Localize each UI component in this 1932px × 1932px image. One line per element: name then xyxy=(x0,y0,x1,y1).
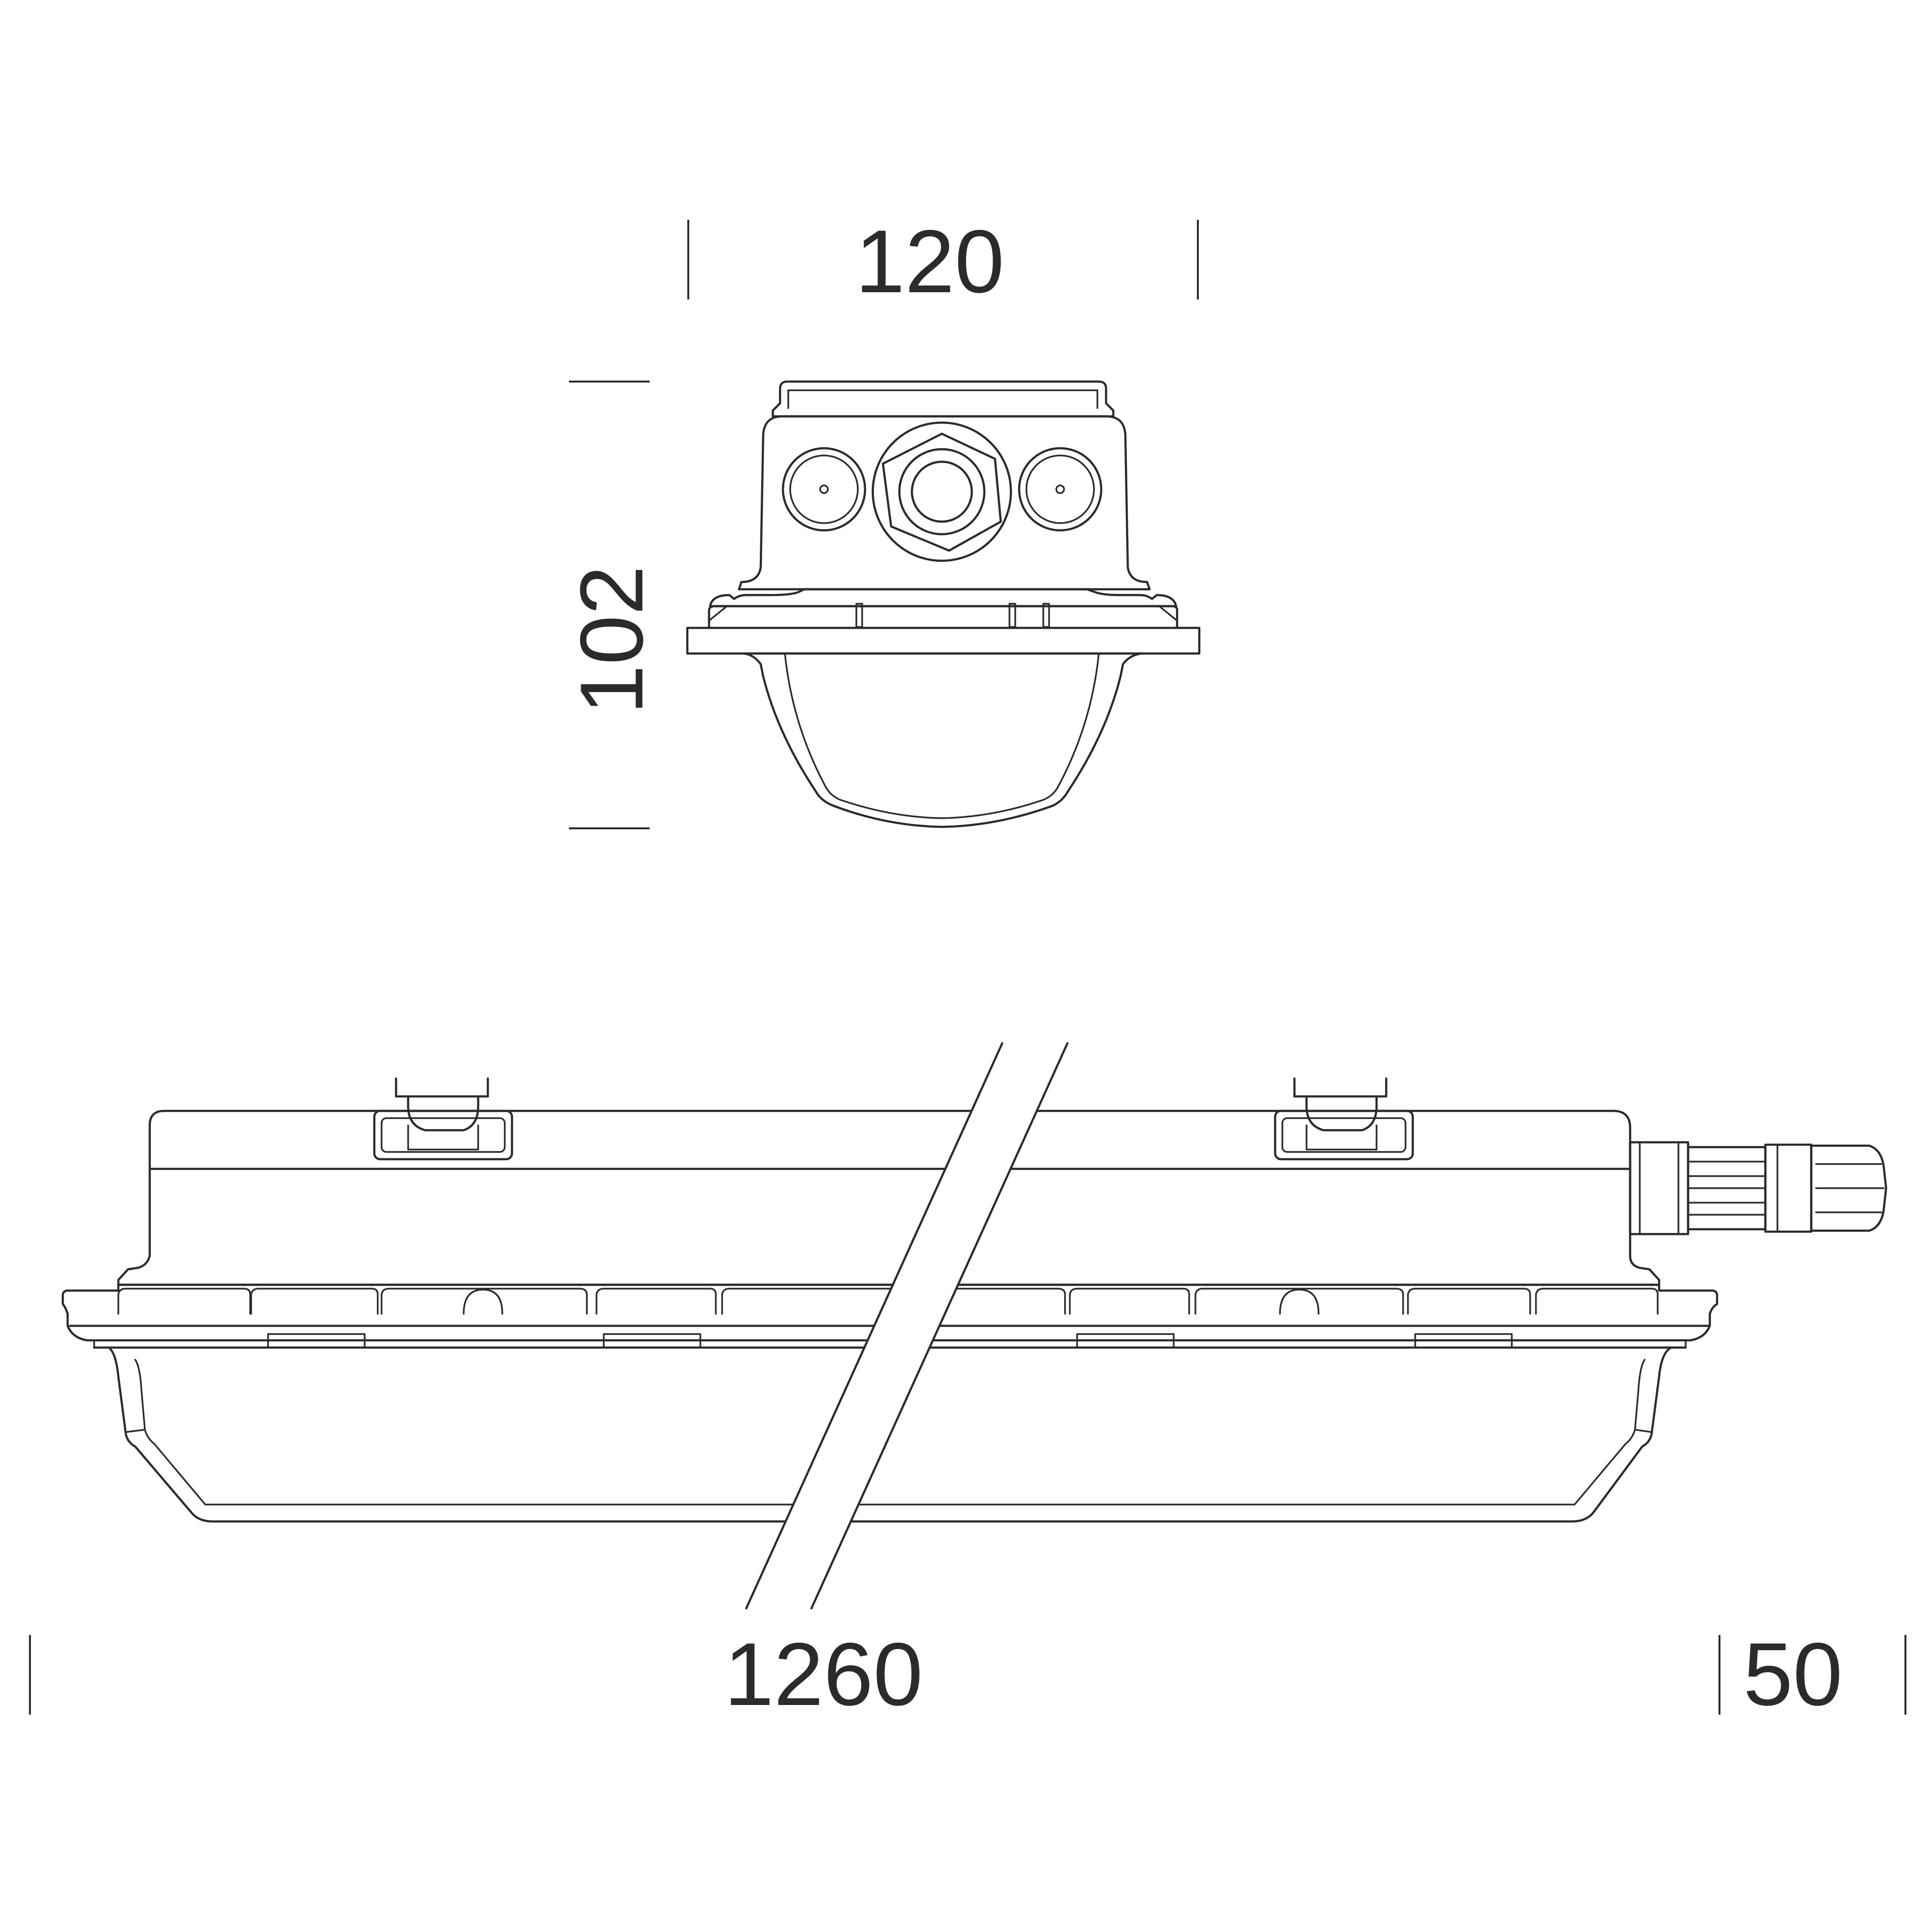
total-length-label: 1260 xyxy=(724,1625,923,1724)
side-clip-left xyxy=(373,1077,513,1161)
end-view: 120 102 xyxy=(562,212,1201,829)
end-lid-inner xyxy=(787,389,1098,409)
side-frame-rail xyxy=(61,1283,1719,1342)
left-blind-plug-inner xyxy=(789,455,859,524)
left-blind-plug xyxy=(781,447,867,532)
end-flange-corner-left xyxy=(708,605,728,622)
side-housing-body xyxy=(117,1109,1661,1286)
break-line-left xyxy=(745,1042,1004,1610)
end-flange-top xyxy=(709,588,1178,608)
cable-gland-hole xyxy=(910,460,973,523)
end-flange-notch-3 xyxy=(1042,603,1050,628)
end-flange-mid xyxy=(708,605,1179,629)
end-housing-body xyxy=(738,415,1151,591)
cable-gland-ring xyxy=(898,448,986,536)
break-band xyxy=(746,1043,1067,1608)
end-height-label: 102 xyxy=(562,566,662,715)
left-blind-plug-dot xyxy=(819,484,829,494)
gland-length-label: 50 xyxy=(1743,1625,1843,1724)
side-clip-right xyxy=(1274,1077,1414,1161)
end-flange-notch-2 xyxy=(1009,603,1016,628)
side-diffuser-inner xyxy=(134,1359,1646,1506)
right-blind-plug-inner xyxy=(1025,455,1095,524)
side-cable-gland xyxy=(1629,1141,1888,1236)
right-blind-plug xyxy=(1018,447,1103,532)
cable-gland-hex xyxy=(881,432,1002,552)
end-lid-clip xyxy=(771,380,1115,418)
end-width-label: 120 xyxy=(855,212,1005,312)
side-diffuser-band-right xyxy=(1634,1429,1653,1433)
break-line-right xyxy=(810,1042,1069,1610)
right-blind-plug-dot xyxy=(1055,484,1065,494)
end-diffuser-outer xyxy=(742,652,1144,828)
end-flange-notch-1 xyxy=(855,603,863,628)
cable-gland-outer xyxy=(871,421,1012,562)
side-diffuser xyxy=(107,1346,1673,1523)
side-diffuser-band-left xyxy=(125,1429,146,1433)
end-flange-corner-right xyxy=(1158,605,1178,622)
end-flange-plate xyxy=(686,626,1201,655)
end-diffuser-inner xyxy=(784,653,1100,819)
side-view: 1260 50 xyxy=(29,1042,1906,1724)
